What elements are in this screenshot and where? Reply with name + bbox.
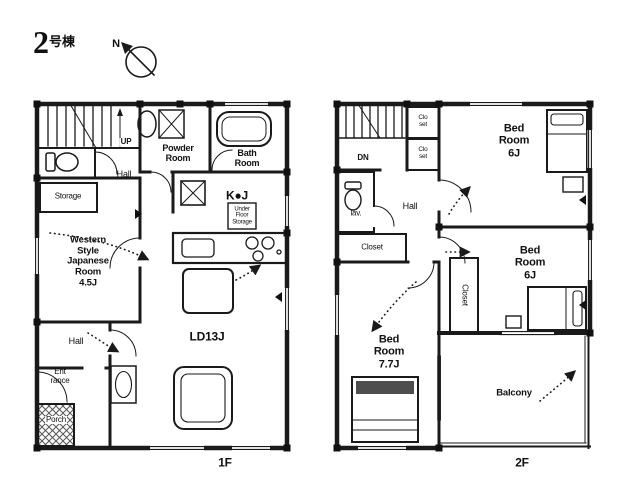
floor2-inner-walls [335,102,592,450]
door-swings-1f [36,149,233,403]
stairs-2f-icon [336,103,408,139]
label-closet-left: Closet [361,242,383,252]
toilet-icon-2f [344,181,362,211]
kitchen-counter [171,231,289,265]
tv-board [110,365,137,404]
label-bedroom-a: Bed Room 6J [498,122,530,160]
nightstand-a [562,176,584,193]
floor1-inner-walls [35,102,289,450]
closet-vertical-box [449,257,479,333]
building-number: 2 [33,24,49,60]
basin-icon [137,110,157,138]
label-up: UP [119,137,133,146]
lav-walls [336,171,375,233]
label-dn: DN [356,153,370,162]
closet-top-box-b [406,138,440,171]
label-hall-2f: Hall [402,200,418,211]
label-lav: lav. [350,208,362,218]
label-closet-a: Clo set [418,114,428,128]
storage-room-box [39,182,98,213]
under-floor-storage-box [227,202,257,230]
label-floor2: 2F [515,455,529,470]
building-suffix: 号棟 [49,34,76,49]
label-closet-vertical: Closet [460,284,470,306]
floor1-plan [33,100,291,452]
compass-n-label: N [112,37,120,50]
pillars-1f [33,100,291,452]
label-floor1: 1F [218,455,232,470]
stairs-1f-icon [47,103,123,149]
toilet-icon-1f [45,152,79,172]
closet-left-box [337,233,407,263]
label-bedroom-c: Bed Room 7.7J [373,333,405,371]
circulation-paths-1f [49,232,262,353]
kitchen-sink-icon [181,238,215,258]
label-bath-room: Bath Room [234,147,260,168]
label-hall-lower: Hall [68,335,84,346]
vent-marks-2f [579,195,586,310]
label-japanese-room: Western Style Japanese Room 4.5J [67,234,109,288]
bathtub-icon [216,111,272,147]
porch-hatch [37,403,75,447]
label-kitchen: K●J [226,188,248,203]
label-living-dining: LD13J [189,329,225,344]
stove-icon [245,236,282,262]
circulation-paths-2f [371,186,577,402]
building-title: 2号棟 [33,24,75,61]
label-under-floor-storage: Under Floor Storage [232,206,252,226]
floor2-outer-wall [334,101,593,451]
label-porch: Porch [45,415,67,424]
compass-icon [121,42,157,78]
sofa [173,366,233,430]
label-entrance: Ent rance [50,367,70,385]
refrigerator-icon [180,180,206,206]
label-powder-room: Powder Room [162,142,194,163]
door-swings-2f [373,179,472,289]
label-closet-b: Clo set [418,146,428,160]
floor2-plan [333,100,594,452]
nightstand-b [505,315,522,329]
bed-icon-bedroom-b [527,286,587,331]
label-storage: Storage [54,191,82,201]
windows-2f [334,101,593,451]
pillars-2f [333,100,594,452]
bed-icon-bedroom-c [351,376,419,443]
windows-1f [34,101,290,451]
dining-table [182,268,234,314]
label-balcony: Balcony [496,387,532,399]
washing-machine-icon [158,109,185,139]
vent-marks-1f [135,209,282,302]
bed-icon-bedroom-a [546,109,588,173]
floor1-thin-walls [36,147,141,177]
label-bedroom-b: Bed Room 6J [514,244,546,282]
label-hall-upper: Hall [116,168,132,179]
